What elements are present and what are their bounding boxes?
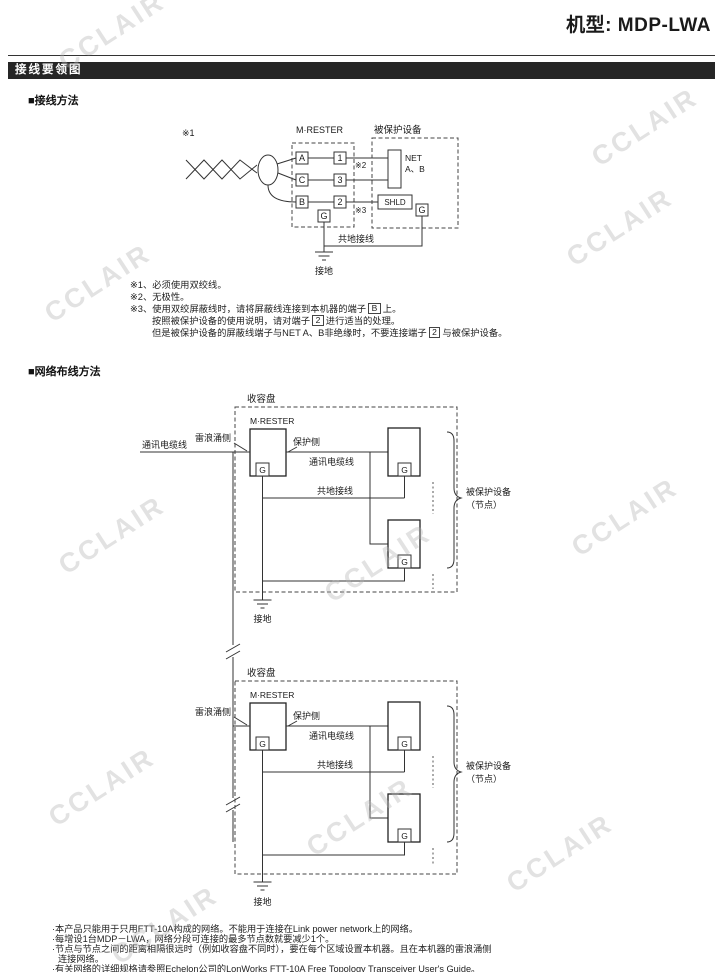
ref1-marker: ※1	[182, 128, 195, 138]
protect-side-label: 保护侧	[293, 436, 320, 447]
boxed-terminal-b: B	[368, 303, 381, 314]
note-line-1: ※1、必须使用双绞线。	[130, 280, 227, 290]
common-ground-wiring	[262, 476, 405, 600]
wiring-diagram: ※1 M·RESTER A C B G 1	[182, 124, 459, 276]
terminal-label-b: B	[299, 197, 305, 207]
footnote-line: 连接网络。	[58, 953, 104, 964]
terminal-label-1: 1	[337, 153, 342, 163]
mrester-label: M·RESTER	[296, 125, 344, 135]
shld-box	[377, 194, 413, 210]
surge-side-label: 雷浪涌侧	[195, 706, 231, 717]
mrester-outline	[291, 142, 355, 228]
note-text: 与被保护设备。	[442, 328, 508, 338]
terminal-label-a: A	[299, 153, 305, 163]
header-divider	[8, 55, 715, 56]
comm-cable-in-label: 通讯电缆线	[142, 439, 187, 450]
cabinet-outline	[234, 680, 458, 875]
protected-device-outline	[371, 137, 459, 229]
network-trunk-cable	[225, 452, 241, 842]
ref3-marker: ※3	[355, 206, 367, 215]
protect-side-pointer	[287, 720, 298, 727]
terminal-label-c: C	[299, 175, 306, 185]
node2-g-label: G	[401, 557, 408, 567]
node1-g-label: G	[401, 465, 408, 475]
boxed-terminal-2: 2	[312, 315, 324, 326]
cable-break-marks	[225, 643, 241, 813]
ground-symbol	[315, 251, 333, 261]
nodes-label-line2: （节点）	[466, 500, 502, 510]
footnote-line: ·节点与节点之间的距离相隔很远时（例如收容盘不同时），要在每个区域设置本机器。且…	[52, 943, 492, 954]
ground-label: 接地	[315, 265, 333, 276]
surge-side-pointer	[233, 442, 248, 452]
shield-wire	[267, 184, 297, 203]
network-panel-2: 收容盘 M·RESTER G 雷浪涌侧 保护侧 通讯电缆线 G G 共地接线	[195, 667, 511, 907]
nodes-brace	[446, 431, 463, 569]
surge-side-pointer	[233, 716, 248, 726]
terminal-label-g-right: G	[418, 205, 425, 215]
comm-cable-label: 通讯电缆线	[309, 456, 354, 467]
note-text: ※3、使用双绞屏蔽线时，请将屏蔽线连接到本机器的端子	[130, 304, 367, 314]
protect-side-pointer	[287, 446, 298, 453]
note-text: 但是被保护设备的屏蔽线端子与NET A、B非绝缘时，不要连接端子	[152, 328, 427, 338]
nodes-label-line2: （节点）	[466, 774, 502, 784]
note-text: 上。	[382, 304, 402, 314]
model-label: 机型: MDP-LWA	[566, 15, 711, 36]
node2-g-label: G	[401, 831, 408, 841]
ground-label: 接地	[253, 896, 271, 907]
common-ground-wiring	[323, 216, 423, 252]
twisted-pair-cable	[185, 154, 297, 203]
common-ground-label: 共地接线	[317, 759, 353, 770]
common-ground-wiring	[262, 750, 405, 882]
ground-symbol	[253, 599, 272, 609]
nodes-label-line1: 被保护设备	[466, 760, 511, 771]
mrester-label: M·RESTER	[250, 416, 294, 426]
node2-branch-line	[369, 726, 388, 819]
net-label-line1: NET	[405, 153, 422, 163]
nodes-brace	[446, 705, 463, 843]
heading-wiring-method: ■接线方法	[28, 95, 79, 107]
common-ground-label: 共地接线	[317, 485, 353, 496]
node1-g-label: G	[401, 739, 408, 749]
note-text: 进行适当的处理。	[325, 316, 401, 326]
g-terminal-label: G	[259, 739, 266, 749]
wiring-notes: ※1、必须使用双绞线。 ※2、无极性。 ※3、使用双绞屏蔽线时，请将屏蔽线连接到…	[130, 279, 507, 339]
cabinet-label: 收容盘	[247, 667, 276, 679]
network-panel-1: 收容盘 M·RESTER G 雷浪涌侧 通讯电缆线 保护侧 通讯电缆线 G G …	[140, 393, 511, 624]
footnote-line: ·每增设1台MDP－LWA，网络分段可连接的最多节点数就要减少1个。	[52, 933, 335, 944]
terminal-label-g: G	[320, 211, 327, 221]
node2-branch-line	[369, 452, 388, 545]
comm-cable-label: 通讯电缆线	[309, 730, 354, 741]
cable-end	[257, 154, 279, 186]
footnote-line: ·有关网络的详细规格请参照Echelon公司的LonWorks FTT-10A …	[52, 963, 481, 972]
nodes-label-line1: 被保护设备	[466, 486, 511, 497]
footnotes: ·本产品只能用于只用FTT-10A构成的网络。不能用于连接在Link power…	[52, 924, 492, 972]
wiring-connections	[308, 157, 388, 203]
ground-label: 接地	[253, 613, 271, 624]
mrester-label: M·RESTER	[250, 690, 294, 700]
protected-device-label: 被保护设备	[374, 124, 422, 136]
note-line-2: ※2、无极性。	[130, 292, 190, 302]
net-label-line2: A、B	[405, 164, 425, 174]
net-component-box	[387, 149, 402, 189]
section-title-bar: 接线要领图	[8, 62, 715, 79]
terminal-label-3: 3	[337, 175, 342, 185]
common-ground-label: 共地接线	[338, 233, 374, 244]
footnote-line: ·本产品只能用于只用FTT-10A构成的网络。不能用于连接在Link power…	[52, 924, 419, 934]
ground-symbol	[253, 881, 272, 891]
protect-side-label: 保护侧	[293, 710, 320, 721]
boxed-terminal-2: 2	[428, 327, 441, 338]
heading-network-method: ■网络布线方法	[28, 366, 101, 378]
ref2-marker: ※2	[355, 161, 367, 170]
note-text: 按照被保护设备的使用说明，请对端子	[152, 316, 311, 326]
g-terminal-label: G	[259, 465, 266, 475]
surge-side-label: 雷浪涌侧	[195, 432, 231, 443]
mrester-terminals: A C B G 1 3 2	[295, 151, 347, 223]
shld-label: SHLD	[384, 198, 406, 207]
terminal-label-2: 2	[337, 197, 342, 207]
cabinet-label: 收容盘	[247, 393, 276, 405]
